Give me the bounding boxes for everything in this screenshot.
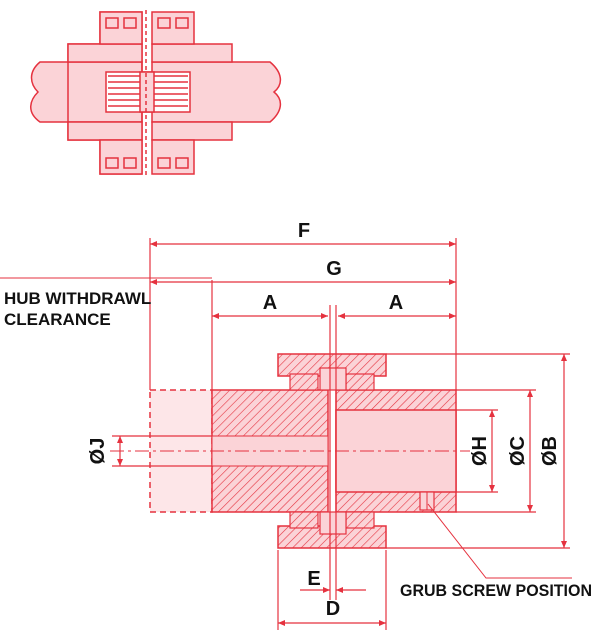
label-a-right: A xyxy=(389,292,403,314)
label-a-left: A xyxy=(263,292,277,314)
grub-screw-leader xyxy=(427,503,572,579)
label-f: F xyxy=(298,220,310,242)
dimension-labels: F G A A E D ØJ ØH ØC ØB HUB WITHDRAWL CL… xyxy=(4,220,592,620)
hub-withdrawl-label-line1: HUB WITHDRAWL xyxy=(4,289,151,308)
assembly-view xyxy=(30,10,282,176)
label-g: G xyxy=(326,258,342,280)
label-c: ØC xyxy=(507,436,529,466)
section-view xyxy=(110,305,470,600)
label-h: ØH xyxy=(469,436,491,466)
grub-screw-label: GRUB SCREW POSITION xyxy=(400,581,592,600)
label-e: E xyxy=(307,568,320,590)
label-j: ØJ xyxy=(87,438,109,465)
dimension-lines xyxy=(0,238,572,630)
label-d: D xyxy=(326,598,340,620)
hub-withdrawl-label-line2: CLEARANCE xyxy=(4,310,111,329)
label-b: ØB xyxy=(539,436,561,466)
